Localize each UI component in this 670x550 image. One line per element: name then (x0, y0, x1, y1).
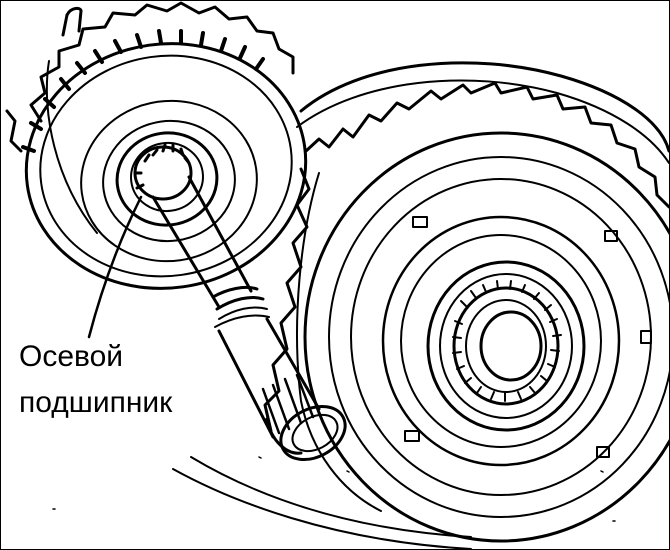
callout-label-line2: подшипник (19, 386, 173, 419)
callout-label-line1: Осевой (19, 340, 124, 373)
axial-bearing (133, 143, 193, 201)
clutch-pack (5, 1, 308, 290)
callout-leader (87, 195, 143, 339)
clutch-drum (52, 61, 669, 549)
input-shaft (151, 175, 347, 462)
